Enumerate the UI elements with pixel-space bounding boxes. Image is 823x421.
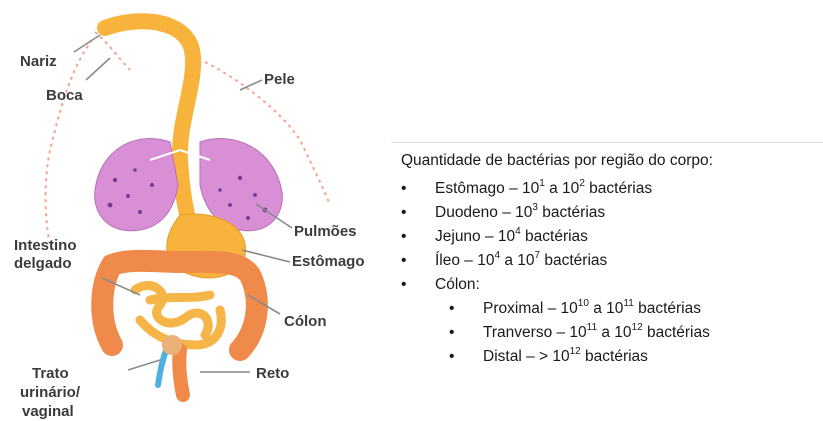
bladder — [162, 335, 182, 355]
label-reto: Reto — [256, 365, 289, 382]
body-outline-top — [95, 32, 130, 70]
label-colon: Cólon — [284, 313, 327, 330]
bullet: • — [449, 345, 483, 369]
bullet: • — [449, 297, 483, 321]
list-subitem: •Distal – > 1012 bactérias — [401, 345, 823, 369]
list-item: •Íleo – 104 a 107 bactérias — [401, 249, 823, 273]
list-subitem: •Proximal – 1010 a 1011 bactérias — [401, 297, 823, 321]
list-item: •Jejuno – 104 bactérias — [401, 225, 823, 249]
label-trato-2: urinário/ — [20, 384, 81, 401]
body-outline-left — [46, 40, 93, 245]
info-title: Quantidade de bactérias por região do co… — [401, 151, 823, 171]
bullet: • — [449, 321, 483, 345]
label-intestino-1: Intestino — [14, 237, 77, 254]
label-boca: Boca — [46, 87, 83, 104]
label-nariz: Nariz — [20, 53, 57, 70]
small-intestine — [135, 285, 221, 345]
list-subitem: •Tranverso – 1011 a 1012 bactérias — [401, 321, 823, 345]
bullet: • — [401, 201, 435, 225]
label-estomago: Estômago — [292, 253, 365, 270]
label-pele: Pele — [264, 71, 295, 88]
label-pulmoes: Pulmões — [294, 223, 357, 240]
list-item: •Estômago – 101 a 102 bactérias — [401, 177, 823, 201]
digestive-anatomy-illustration: Nariz Boca Pele Pulmões Intestino delgad… — [0, 0, 390, 421]
bullet: • — [401, 249, 435, 273]
label-trato-1: Trato — [32, 365, 69, 382]
list-item: •Cólon: — [401, 273, 823, 297]
label-intestino-2: delgado — [14, 255, 72, 272]
list-item: •Duodeno – 103 bactérias — [401, 201, 823, 225]
bullet: • — [401, 177, 435, 201]
rectum — [179, 350, 183, 395]
bacteria-info-box: Quantidade de bactérias por região do co… — [391, 142, 823, 380]
bullet: • — [401, 225, 435, 249]
region-list: •Estômago – 101 a 102 bactérias •Duodeno… — [401, 177, 823, 369]
colon — [102, 261, 257, 350]
bullet: • — [401, 273, 435, 297]
label-trato-3: vaginal — [22, 403, 74, 420]
